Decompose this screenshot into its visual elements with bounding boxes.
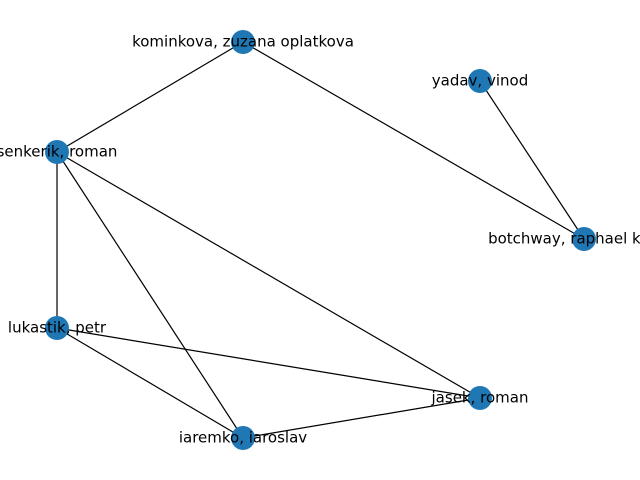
node-iaremko[interactable] (231, 426, 255, 450)
edge-iaremko-jasek (242, 397, 481, 439)
edge-lukastik-jasek (56, 327, 481, 399)
node-label-yadav: yadav, vinod (432, 72, 528, 90)
node-botchway[interactable] (572, 227, 596, 251)
edge-yadav-botchway (479, 80, 585, 240)
edge-senkerik-jasek (56, 151, 481, 399)
edge-lukastik-iaremko (56, 327, 244, 439)
node-label-kominkova: kominkova, zuzana oplatkova (132, 33, 354, 51)
node-jasek[interactable] (468, 386, 492, 410)
edge-kominkova-senkerik (56, 41, 244, 153)
label-layer: kominkova, zuzana oplatkova yadav, vinod s… (0, 33, 640, 447)
node-label-senkerik: senkerik, roman (0, 143, 117, 161)
node-label-jasek: jasek, roman (431, 389, 529, 407)
edge-kominkova-botchway (242, 41, 585, 240)
edge-layer (56, 41, 585, 439)
node-label-botchway: botchway, raphael kwaku (488, 230, 640, 248)
node-layer (45, 30, 596, 450)
node-label-iaremko: iaremko, iaroslav (179, 429, 307, 447)
node-yadav[interactable] (468, 69, 492, 93)
edge-senkerik-iaremko (56, 151, 244, 439)
node-lukastik[interactable] (45, 316, 69, 340)
node-senkerik[interactable] (45, 140, 69, 164)
node-kominkova[interactable] (231, 30, 255, 54)
node-label-lukastik: lukastik, petr (8, 319, 107, 337)
